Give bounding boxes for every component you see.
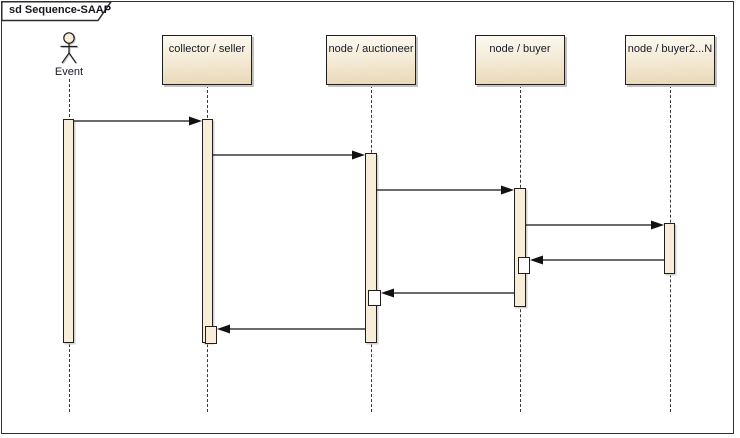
actor-label: Event	[54, 66, 84, 78]
lifeline-head-node-buyer2n[interactable]: node / buyer2...N	[625, 35, 715, 85]
activation-event[interactable]	[63, 119, 74, 343]
arrowhead-left-icon	[381, 288, 394, 298]
lifeline-head-label: node / buyer	[489, 43, 551, 55]
nested-activation-auctioneer[interactable]	[368, 290, 381, 306]
message-arrow-5[interactable]	[530, 255, 664, 265]
message-arrow-6[interactable]	[381, 288, 514, 298]
lifeline-head-node-auctioneer[interactable]: node / auctioneer	[326, 35, 416, 85]
activation-buyer[interactable]	[514, 188, 526, 307]
arrowhead-right-icon	[651, 220, 664, 230]
arrowhead-right-icon	[501, 185, 514, 195]
lifeline-head-collector-seller[interactable]: collector / seller	[162, 35, 252, 85]
nested-activation-buyer[interactable]	[518, 257, 530, 274]
lifeline-head-label: node / buyer2...N	[627, 43, 713, 55]
frame-tab-pentagon	[1, 1, 113, 22]
nested-activation-collector[interactable]	[205, 326, 217, 344]
frame-title: sd Sequence-SAAP	[9, 4, 112, 16]
arrowhead-left-icon	[217, 324, 230, 334]
lifeline-head-label: collector / seller	[168, 43, 246, 55]
message-arrow-1[interactable]	[74, 116, 202, 126]
frame-tab-shape	[1, 1, 113, 22]
activation-buyer2n[interactable]	[664, 223, 675, 274]
message-arrow-4[interactable]	[526, 220, 664, 230]
diagram-frame-border	[1, 1, 734, 434]
lifeline-head-node-buyer[interactable]: node / buyer	[475, 35, 565, 85]
arrowhead-right-icon	[352, 150, 365, 160]
message-arrow-2[interactable]	[213, 150, 365, 160]
actor-icon	[60, 32, 78, 64]
message-arrow-7[interactable]	[217, 324, 365, 334]
lifeline-head-label: node / auctioneer	[328, 43, 414, 55]
arrowhead-left-icon	[530, 255, 543, 265]
arrowhead-right-icon	[189, 116, 202, 126]
actor-event[interactable]	[55, 31, 83, 72]
message-arrow-3[interactable]	[377, 185, 514, 195]
